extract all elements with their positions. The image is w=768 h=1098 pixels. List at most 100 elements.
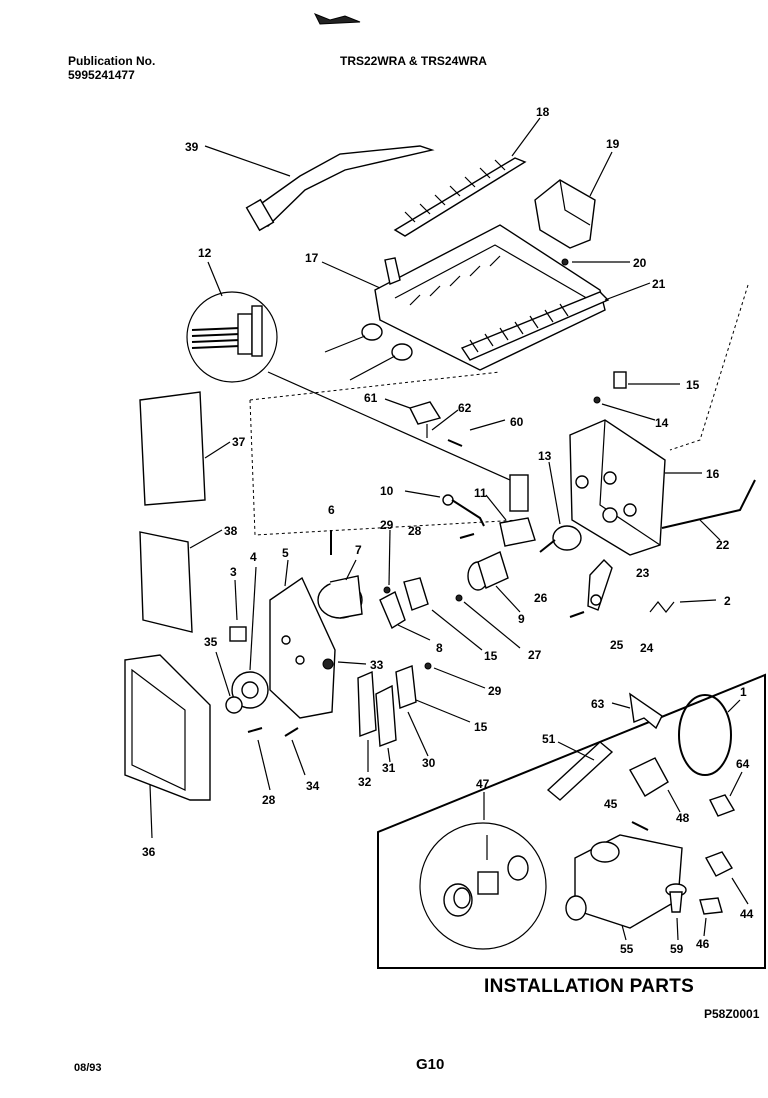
shutoff-arm-part bbox=[569, 558, 717, 618]
callout-30: 30 bbox=[422, 756, 436, 770]
callout-63: 63 bbox=[591, 697, 605, 711]
valve-detail-circle bbox=[419, 792, 547, 950]
callout-11: 11 bbox=[474, 486, 487, 500]
callout-39: 39 bbox=[185, 140, 199, 154]
callout-34: 34 bbox=[306, 779, 320, 793]
callout-15-mid: 15 bbox=[484, 649, 498, 663]
callout-18: 18 bbox=[536, 105, 550, 119]
callout-38: 38 bbox=[224, 524, 238, 538]
water-valve-part bbox=[565, 834, 683, 941]
compression-nut-part bbox=[629, 757, 681, 813]
callout-26: 26 bbox=[534, 591, 548, 605]
callout-35: 35 bbox=[204, 635, 218, 649]
housing-plate-part bbox=[269, 559, 336, 719]
callout-13: 13 bbox=[538, 449, 552, 463]
callout-9: 9 bbox=[518, 612, 525, 626]
thermostat-part bbox=[539, 461, 582, 553]
callout-29-top: 29 bbox=[380, 518, 394, 532]
model-numbers: TRS22WRA & TRS24WRA bbox=[340, 54, 487, 68]
dashed-outline bbox=[249, 284, 749, 536]
callout-37: 37 bbox=[232, 435, 246, 449]
callout-3: 3 bbox=[230, 565, 237, 579]
publication-label: Publication No. bbox=[68, 54, 156, 68]
fill-tube-part bbox=[204, 145, 435, 232]
heater-part bbox=[460, 282, 651, 361]
callout-14: 14 bbox=[655, 416, 669, 430]
callout-61: 61 bbox=[364, 391, 378, 405]
gear-train-part bbox=[379, 529, 521, 651]
callout-7: 7 bbox=[355, 543, 362, 557]
callout-62: 62 bbox=[458, 401, 472, 415]
footer-date: 08/93 bbox=[74, 1062, 102, 1074]
card-part bbox=[139, 529, 223, 633]
callout-28-low: 28 bbox=[262, 793, 276, 807]
callout-44: 44 bbox=[740, 907, 754, 921]
screw-20-part bbox=[561, 258, 630, 266]
page-number: G10 bbox=[416, 1056, 445, 1073]
callout-10: 10 bbox=[380, 484, 394, 498]
lever-pin-part bbox=[404, 490, 485, 527]
installation-parts-title: INSTALLATION PARTS bbox=[484, 976, 695, 997]
callout-16: 16 bbox=[706, 467, 720, 481]
bearing-33-part bbox=[337, 661, 367, 665]
callout-25: 25 bbox=[610, 638, 624, 652]
tube-51-part bbox=[546, 741, 614, 801]
callout-12: 12 bbox=[198, 246, 212, 260]
callout-17: 17 bbox=[305, 251, 319, 265]
switch-15-part bbox=[593, 371, 680, 421]
drive-gear-part bbox=[215, 566, 269, 714]
callout-33: 33 bbox=[370, 658, 384, 672]
support-box-part bbox=[569, 419, 702, 556]
callout-46: 46 bbox=[696, 937, 710, 951]
callout-2: 2 bbox=[724, 594, 731, 608]
callout-4: 4 bbox=[250, 550, 257, 564]
callout-48: 48 bbox=[676, 811, 690, 825]
ice-mold-part bbox=[321, 224, 606, 381]
callout-31: 31 bbox=[382, 761, 396, 775]
box-part bbox=[124, 654, 211, 839]
instruction-sheet-part bbox=[139, 391, 231, 506]
callout-24: 24 bbox=[640, 641, 654, 655]
callout-labels: 39 18 19 12 17 20 21 15 14 61 62 60 37 1… bbox=[142, 105, 754, 956]
bracket-61-part bbox=[384, 398, 506, 447]
screw-45-part bbox=[631, 821, 649, 831]
callout-55: 55 bbox=[620, 942, 634, 956]
callout-23: 23 bbox=[636, 566, 650, 580]
callout-20: 20 bbox=[633, 256, 647, 270]
wiring-harness-part bbox=[186, 261, 511, 481]
callout-6: 6 bbox=[328, 503, 335, 517]
callout-64: 64 bbox=[736, 757, 750, 771]
screw-28-34-part bbox=[247, 533, 475, 791]
power-cord-part bbox=[661, 479, 756, 541]
callout-21: 21 bbox=[652, 277, 666, 291]
scan-mark bbox=[313, 13, 361, 25]
drawing-code: P58Z0001 bbox=[704, 1007, 760, 1021]
callout-59: 59 bbox=[670, 942, 684, 956]
installation-parts-box bbox=[377, 673, 766, 969]
callout-36: 36 bbox=[142, 845, 156, 859]
small-label-part bbox=[229, 579, 247, 642]
ejector-part bbox=[393, 117, 541, 237]
motor-part bbox=[317, 559, 363, 619]
callout-28-top: 28 bbox=[408, 524, 422, 538]
callout-47: 47 bbox=[476, 777, 490, 791]
mold-cover-part bbox=[534, 151, 613, 249]
callout-27: 27 bbox=[528, 648, 542, 662]
callout-1: 1 bbox=[740, 685, 747, 699]
fitting-59-part bbox=[665, 883, 723, 941]
clamp-64-part bbox=[704, 771, 749, 905]
callout-5: 5 bbox=[282, 546, 289, 560]
switch-part bbox=[485, 474, 536, 547]
callout-51: 51 bbox=[542, 732, 556, 746]
callout-22: 22 bbox=[716, 538, 730, 552]
callout-15-low: 15 bbox=[474, 720, 488, 734]
callout-19: 19 bbox=[606, 137, 620, 151]
callout-60: 60 bbox=[510, 415, 524, 429]
callout-32: 32 bbox=[358, 775, 372, 789]
tubing-coil-part bbox=[678, 694, 741, 776]
bracket-lower-part bbox=[357, 662, 486, 772]
publication-number: 5995241477 bbox=[68, 68, 135, 82]
callout-29-low: 29 bbox=[488, 684, 502, 698]
timing-cam-part bbox=[467, 551, 521, 613]
